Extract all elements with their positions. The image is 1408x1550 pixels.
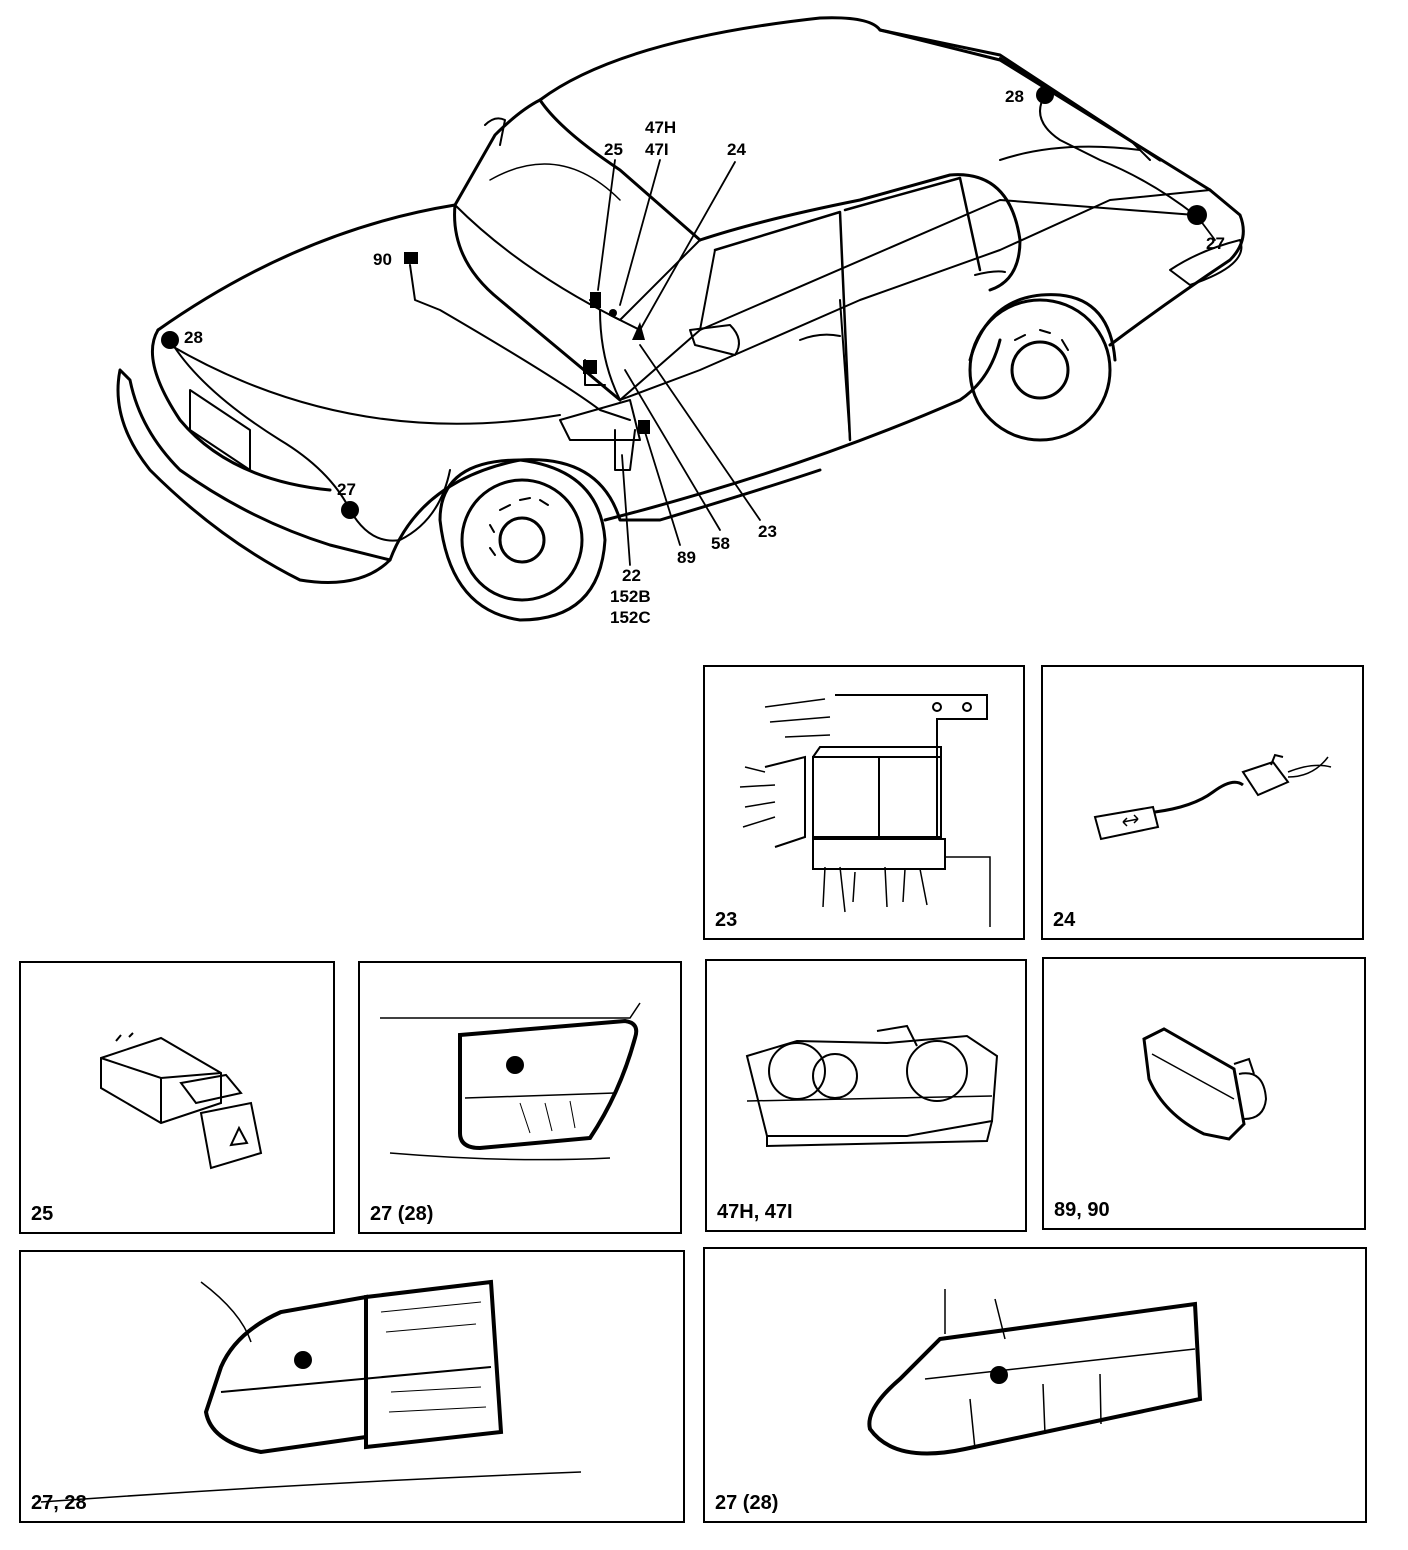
panel-caption-27-28-b: 27, 28 bbox=[31, 1492, 87, 1514]
hazard-switch-drawing bbox=[100, 1032, 263, 1170]
callout-28-front: 28 bbox=[184, 328, 203, 347]
panel-caption-24: 24 bbox=[1053, 909, 1076, 931]
detail-panel-24: 24 bbox=[1041, 665, 1364, 940]
panel-caption-47h-47i: 47H, 47I bbox=[717, 1201, 793, 1223]
callout-47i: 47I bbox=[645, 140, 669, 159]
detail-panel-25: 25 bbox=[19, 961, 335, 1234]
callout-24: 24 bbox=[727, 140, 746, 159]
callout-28-rear: 28 bbox=[1005, 87, 1024, 106]
callout-22: 22 bbox=[622, 566, 641, 585]
detail-panel-89-90: 89, 90 bbox=[1042, 957, 1366, 1230]
headlamp-unit-drawing bbox=[745, 1024, 999, 1148]
relay-block-drawing bbox=[739, 694, 991, 927]
rear-lamp-drawing bbox=[380, 1002, 641, 1161]
callout-152c: 152C bbox=[610, 608, 651, 627]
panel-caption-27-28-c: 27 (28) bbox=[715, 1492, 779, 1514]
panel-caption-27-28-a: 27 (28) bbox=[370, 1203, 434, 1225]
detail-panel-27-28-b: 27, 28 bbox=[19, 1250, 685, 1523]
panel-caption-23: 23 bbox=[715, 909, 738, 931]
callout-90: 90 bbox=[373, 250, 392, 269]
detail-panel-23: 23 bbox=[703, 665, 1025, 940]
tail-lamp-cluster-drawing bbox=[40, 1279, 582, 1503]
car-overview-diagram: 47H 47I 25 24 90 28 28 27 27 23 58 89 22… bbox=[0, 0, 1408, 650]
panel-caption-25: 25 bbox=[31, 1203, 54, 1225]
callout-25: 25 bbox=[604, 140, 623, 159]
callout-23: 23 bbox=[758, 522, 777, 541]
detail-panel-47h-47i: 47H, 47I bbox=[705, 959, 1027, 1232]
side-marker-drawing bbox=[1142, 1027, 1268, 1141]
callout-152b: 152B bbox=[610, 587, 651, 606]
callout-89: 89 bbox=[677, 548, 696, 567]
callout-58: 58 bbox=[711, 534, 730, 553]
callout-27-front: 27 bbox=[337, 480, 356, 499]
callout-27-rear: 27 bbox=[1206, 234, 1225, 253]
detail-panel-27-28-c: 27 (28) bbox=[703, 1247, 1367, 1523]
callout-47h: 47H bbox=[645, 118, 677, 137]
panel-caption-89-90: 89, 90 bbox=[1054, 1199, 1110, 1221]
detail-panel-27-28-a: 27 (28) bbox=[358, 961, 682, 1234]
rear-combination-lamp-drawing bbox=[867, 1289, 1203, 1456]
indicator-stalk-drawing bbox=[1093, 753, 1332, 841]
car-outline-drawing bbox=[116, 16, 1245, 622]
